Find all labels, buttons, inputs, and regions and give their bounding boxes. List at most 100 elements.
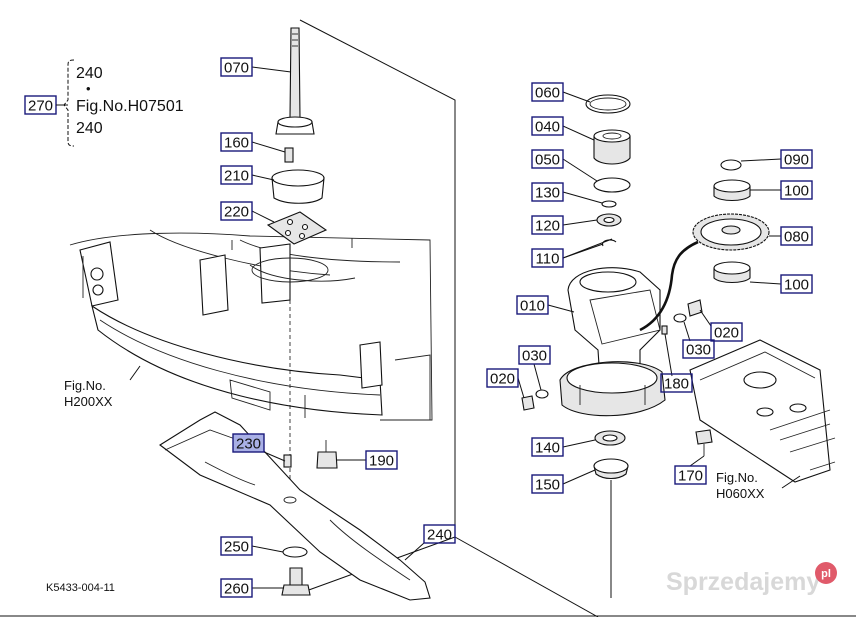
callout-label: 170 (678, 468, 703, 485)
washer-250 (282, 546, 308, 558)
bearing-140 (594, 430, 626, 446)
cable (639, 240, 699, 332)
clip-110 (601, 239, 617, 247)
callout-210[interactable]: 210 (220, 165, 253, 185)
bolt-260 (281, 567, 311, 596)
washer-030-left (535, 389, 549, 399)
callout-260[interactable]: 260 (220, 578, 253, 598)
callout-180[interactable]: 180 (660, 373, 693, 393)
callout-020-left[interactable]: 020 (486, 368, 519, 388)
cup-210 (271, 169, 325, 204)
fig-ref-h200[interactable]: Fig.No. H200XX (64, 378, 113, 409)
leader-lines (129, 66, 801, 589)
figure-code: K5433-004-11 (46, 582, 115, 594)
seal-150 (593, 458, 629, 480)
bearing-100-bottom (713, 261, 751, 284)
callout-110[interactable]: 110 (531, 248, 564, 268)
bolt-170 (695, 429, 713, 456)
pin-160 (284, 147, 294, 163)
callout-label: 100 (784, 277, 809, 294)
callout-label: 150 (535, 477, 560, 494)
callout-label: 080 (784, 229, 809, 246)
blade-240 (159, 411, 431, 601)
bolt-230 (283, 454, 292, 468)
nut-190 (316, 440, 338, 469)
watermark: Sprzedajemy pl (666, 562, 837, 596)
bolt-020-right (687, 299, 703, 317)
callout-label: 180 (664, 376, 689, 393)
callout-070[interactable]: 070 (220, 57, 253, 77)
callout-label: 100 (784, 183, 809, 200)
bracket-fig-ref: Fig.No.H07501 (76, 98, 184, 115)
fig-ref-line1: Fig.No. (716, 470, 758, 485)
plate-220 (266, 211, 328, 245)
o-ring-050 (593, 177, 631, 193)
callout-030-right[interactable]: 030 (682, 339, 715, 359)
gear-080 (692, 213, 770, 251)
callout-label: 260 (224, 581, 249, 598)
callout-label: 120 (535, 218, 560, 235)
fig-ref-line2: H060XX (716, 486, 765, 501)
callout-label: 210 (224, 168, 249, 185)
callout-label: 090 (784, 152, 809, 169)
callout-label: 060 (535, 85, 560, 102)
callout-160[interactable]: 160 (220, 132, 253, 152)
callout-label: 240 (427, 527, 452, 544)
callout-100-bottom[interactable]: 100 (780, 274, 813, 294)
callout-190[interactable]: 190 (365, 450, 398, 470)
shaft-070 (275, 27, 315, 135)
callout-020-right[interactable]: 020 (710, 322, 743, 342)
fig-ref-h060[interactable]: Fig.No. H060XX (716, 470, 765, 501)
washer-030-right (673, 313, 687, 323)
mower-deck (69, 229, 433, 421)
callout-label: 220 (224, 204, 249, 221)
fig-ref-line1: Fig.No. (64, 378, 106, 393)
callout-label: 020 (714, 325, 739, 342)
callout-270[interactable]: 270 (24, 95, 57, 115)
callout-050[interactable]: 050 (531, 149, 564, 169)
callout-040[interactable]: 040 (531, 116, 564, 136)
callout-030-left[interactable]: 030 (518, 345, 551, 365)
frame-bracket (689, 339, 836, 483)
callout-label: 140 (535, 440, 560, 457)
bracket-dot: • (86, 81, 91, 96)
ring-130 (601, 200, 617, 208)
bracket-270: 240 • Fig.No.H07501 240 (56, 59, 184, 147)
bracket-bottom-text: 240 (76, 120, 103, 137)
callout-label: 010 (520, 298, 545, 315)
callout-label: 070 (224, 60, 249, 77)
callout-label: 190 (369, 453, 394, 470)
callout-label: 230 (236, 436, 261, 453)
callout-100-top[interactable]: 100 (780, 180, 813, 200)
watermark-brand: Sprzedajemy (666, 568, 820, 596)
watermark-tld: pl (821, 568, 831, 580)
callout-label: 110 (536, 251, 560, 268)
callout-240[interactable]: 240 (423, 524, 456, 544)
callout-label: 250 (224, 539, 249, 556)
snap-ring-060 (585, 94, 631, 114)
collar-090 (720, 159, 742, 171)
assembly-frame-right (454, 536, 599, 617)
callout-010[interactable]: 010 (516, 295, 549, 315)
callout-150[interactable]: 150 (531, 474, 564, 494)
bearing-100-top (713, 179, 751, 202)
callout-080[interactable]: 080 (780, 226, 813, 246)
callout-170[interactable]: 170 (674, 465, 707, 485)
callout-label: 040 (535, 119, 560, 136)
callout-120[interactable]: 120 (531, 215, 564, 235)
callout-130[interactable]: 130 (531, 182, 564, 202)
callout-250[interactable]: 250 (220, 536, 253, 556)
callout-220[interactable]: 220 (220, 201, 253, 221)
callout-label: 130 (535, 185, 560, 202)
callout-label: 160 (224, 135, 249, 152)
callout-230[interactable]: 230 (232, 433, 265, 453)
bearing-120 (596, 213, 622, 227)
callout-140[interactable]: 140 (531, 437, 564, 457)
callout-060[interactable]: 060 (531, 82, 564, 102)
pin-180 (661, 325, 668, 335)
callout-label: 020 (490, 371, 515, 388)
housing-010 (559, 267, 666, 417)
callout-090[interactable]: 090 (780, 149, 813, 169)
bearing-040 (593, 129, 631, 165)
